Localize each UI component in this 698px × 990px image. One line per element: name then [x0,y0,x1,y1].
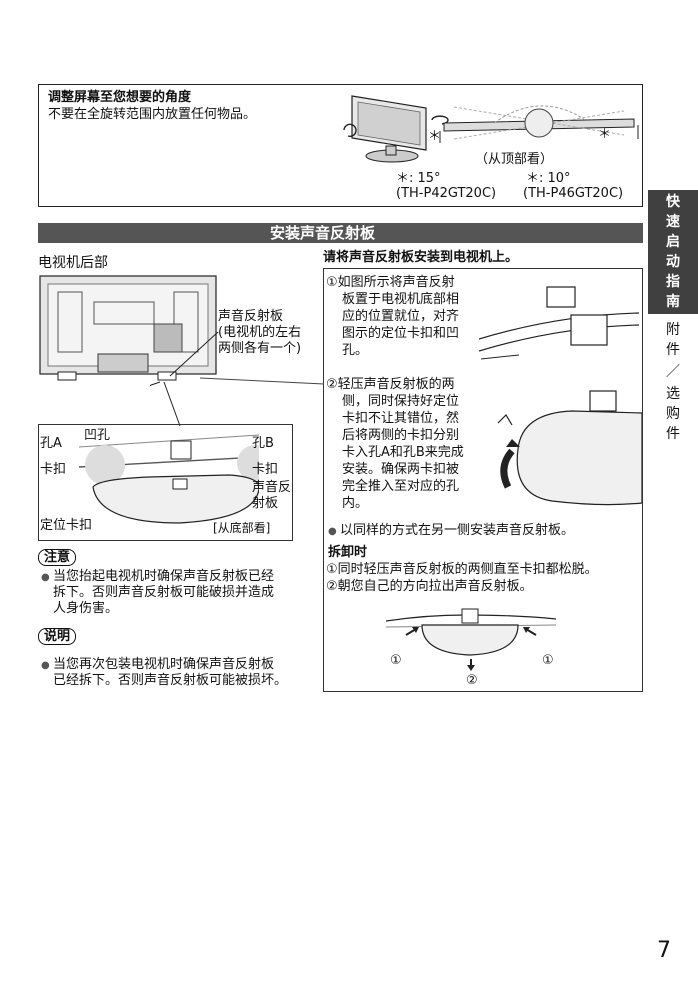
reflector-label-3: 两侧各有一个) [218,341,302,356]
step2-illustration [497,390,642,506]
step1-line-2: 板置于电视机底部相 [342,292,460,307]
locating-clip-label: 定位卡扣 [40,518,93,533]
clip-left-label: 卡扣 [40,462,67,477]
angle-title: 调整屏幕至您想要的角度 [48,90,192,105]
step1-line-4: 图示的定位卡扣和凹 [342,326,460,341]
bottom-view-label: [从底部看] [213,521,271,535]
reflector-short-1: 声音反 [252,480,292,495]
side-tab-char: 件 [666,426,680,442]
rear-title: 电视机后部 [38,255,108,271]
removal-title: 拆卸时 [328,545,368,560]
right-model: (TH-P46GT20C) [523,186,624,201]
top-view-label: （从顶部看） [475,152,554,167]
note-label: 说明 [38,628,77,645]
angle-adjust-box: 调整屏幕至您想要的角度 不要在全旋转范围内放置任何物品。 ＊ ＊ （从顶部看） … [38,84,643,207]
step2-line-5: 卡入孔A和孔B来完成 [342,445,464,460]
side-tab-char: 附 [666,322,680,338]
caution-line-1: 当您抬起电视机时确保声音反射板已经 [53,569,275,584]
step2-line-6: 安装。确保两卡扣被 [342,462,460,477]
right-heading: 请将声音反射板安装到电视机上。 [323,250,519,265]
other-side-note: 以同样的方式在另一侧安装声音反射板。 [340,523,575,538]
side-tab-char: 启 [666,234,680,250]
side-tab-char: 南 [666,294,680,310]
clip-right-label: 卡扣 [252,462,279,477]
hole-a-label: 孔A [40,436,62,451]
side-tab-char: 选 [666,386,680,402]
install-steps-box: ①如图所示将声音反射 板置于电视机底部相 应的位置就位，对齐 图示的定位卡扣和凹… [323,268,643,692]
callout-lines [150,331,219,427]
side-tab-char: 快 [666,194,680,210]
step2-line-1: ②轻压声音反射板的两 [326,377,455,392]
step2-line-3: 卡扣不让其错位，然 [342,411,460,426]
right-angle: ＊: 10° [526,171,571,186]
fig-num-1-left: ① [390,653,402,668]
side-tab-char: 件 [666,342,680,358]
bottom-view-detail-box: 凹孔 孔A 孔B 卡扣 卡扣 声音反 射板 定位卡扣 [从底部看] [38,424,293,541]
step2-line-7: 完全推入至对应的孔 [342,479,460,494]
caution-label: 注意 [38,549,77,566]
step1-line-3: 应的位置就位，对齐 [342,309,460,324]
step2-line-2: 侧，同时保持好定位 [342,394,460,409]
bullet: ● [41,572,50,583]
reflector-label-1: 声音反射板 [218,309,284,324]
section-title: 安装声音反射板 [270,224,376,242]
caution-line-2: 拆下。否则声音反射板可能破损并造成 [53,585,275,600]
note-line-1: 当您再次包装电视机时确保声音反射板 [53,657,275,672]
removal-step-2: ②朝您自己的方向拉出声音反射板。 [326,579,533,594]
left-model: (TH-P42GT20C) [396,186,497,201]
reflector-short-2: 射板 [252,496,279,511]
side-tab-char: ／ [666,364,680,380]
side-tab-char: 指 [666,274,680,290]
reflector-label-2: (电视机的左右 [218,325,302,340]
side-tab-char: 动 [666,254,680,270]
reflector-bottom-illustration [79,434,259,524]
mark-right: ＊ [598,127,612,142]
step1-line-1: ①如图所示将声音反射 [326,275,455,290]
caution-line-3: 人身伤害。 [53,601,119,616]
note-line-2: 已经拆下。否则声音反射板可能被损坏。 [53,673,288,688]
side-tab-char: 速 [666,214,680,230]
step1-illustration [479,286,640,360]
connector-line [200,377,325,385]
step1-line-5: 孔。 [342,343,369,358]
removal-illustration [386,608,556,671]
mark-left: ＊ [428,129,442,144]
removal-step-1: ①同时轻压声音反射板的两侧直至卡扣都松脱。 [326,562,598,577]
step2-line-4: 后将两侧的卡扣分别 [342,428,460,443]
side-tab-quick-guide: 快 速 启 动 指 南 [648,190,698,314]
fig-num-1-right: ① [542,653,554,668]
top-view-illustration [439,105,639,143]
bullet: ● [41,660,50,671]
page-number: 7 [657,938,671,963]
side-tab-accessories: 附 件 ／ 选 购 件 [648,314,698,444]
fig-num-2: ② [466,673,478,688]
side-tab-char: 购 [666,406,680,422]
left-angle: ＊: 15° [396,171,441,186]
bullet: ● [328,526,337,537]
tv-rotation-illustration [343,95,449,163]
step2-line-8: 内。 [342,496,369,511]
hole-concave-label: 凹孔 [84,428,111,443]
angle-description: 不要在全旋转范围内放置任何物品。 [48,107,257,122]
tv-rear-illustration [39,275,217,381]
hole-b-label: 孔B [252,436,274,451]
section-header-bar: 安装声音反射板 [38,223,643,243]
